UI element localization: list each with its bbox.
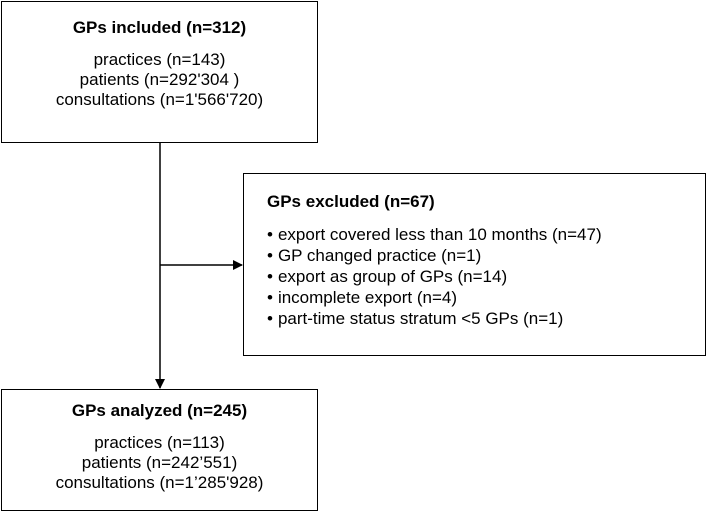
analyzed-patients: patients (n=242’551) <box>81 453 238 472</box>
analyzed-title: GPs analyzed (n=245) <box>71 401 248 420</box>
analyzed-practices: practices (n=113) <box>94 433 225 452</box>
included-box: GPs included (n=312) practices (n=143) p… <box>1 1 318 143</box>
bullet-icon: • <box>267 288 273 307</box>
exclusion-reason: export as group of GPs (n=14) <box>277 267 508 286</box>
included-patients: patients (n=292'304 ) <box>79 70 240 89</box>
bullet-icon: • <box>267 309 273 328</box>
bullet-icon: • <box>267 225 273 244</box>
exclusion-reasons-list: •export covered less than 10 months (n=4… <box>267 224 705 329</box>
excluded-title: GPs excluded (n=67) <box>267 192 435 211</box>
included-title: GPs included (n=312) <box>72 18 247 37</box>
analyzed-consultations: consultations (n=1’285'928) <box>55 473 264 492</box>
list-item: •incomplete export (n=4) <box>267 287 705 308</box>
excluded-box: GPs excluded (n=67) •export covered less… <box>243 173 706 356</box>
exclusion-reason: incomplete export (n=4) <box>277 288 458 307</box>
list-item: •export covered less than 10 months (n=4… <box>267 224 705 245</box>
list-item: •GP changed practice (n=1) <box>267 245 705 266</box>
included-practices: practices (n=143) <box>93 50 226 69</box>
included-consultations: consultations (n=1'566'720) <box>55 90 264 109</box>
list-item: •export as group of GPs (n=14) <box>267 266 705 287</box>
exclusion-reason: export covered less than 10 months (n=47… <box>277 225 602 244</box>
exclusion-reason: part-time status stratum <5 GPs (n=1) <box>277 309 564 328</box>
list-item: •part-time status stratum <5 GPs (n=1) <box>267 308 705 329</box>
analyzed-box: GPs analyzed (n=245) practices (n=113) p… <box>1 389 318 511</box>
exclusion-reason: GP changed practice (n=1) <box>277 246 482 265</box>
bullet-icon: • <box>267 246 273 265</box>
bullet-icon: • <box>267 267 273 286</box>
